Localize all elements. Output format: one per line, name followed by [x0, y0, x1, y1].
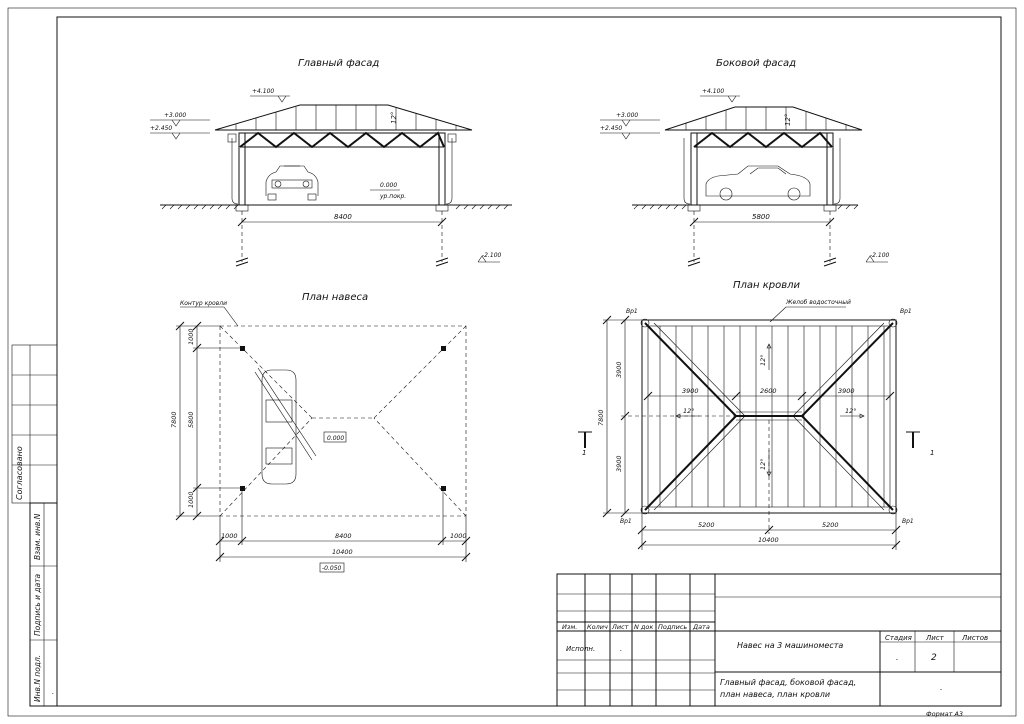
main-span: 8400	[334, 213, 352, 221]
side-level-eave: +3.000	[616, 112, 638, 119]
canopy-plan: План навеса Контур кровли 0.000	[170, 292, 471, 573]
ridge-dim-3: 3900	[838, 387, 855, 395]
sheet-label: Лист	[925, 634, 945, 642]
canopy-vdim-total: 7800	[170, 411, 178, 428]
canopy-plan-title: План навеса	[302, 292, 368, 303]
format-label: Формат А3	[926, 710, 963, 718]
sheet-value: 2	[931, 653, 937, 663]
canopy-bottom-level: -0.050	[322, 565, 342, 572]
side-facade: Боковой фасад	[600, 58, 890, 267]
roof-plan-title: План кровли	[733, 280, 801, 291]
inv-orig-label: Инв.N подл.	[33, 655, 42, 702]
col-izm: Изм.	[562, 623, 577, 631]
stage-label: Стадия	[885, 634, 912, 642]
slope-east: 12°	[845, 407, 857, 415]
ridge-dim-2: 2600	[760, 387, 777, 395]
main-level-pile: -2.100	[482, 252, 502, 259]
title-block: Изм. Колич Лист N док Подпись Дата Испол…	[556, 573, 1002, 707]
inner-frame	[56, 16, 1002, 707]
col-data: Дата	[692, 623, 710, 631]
stage-value: .	[896, 653, 899, 662]
main-facade-title: Главный фасад	[298, 58, 379, 69]
left-stamp: Согласовано Взам. инв.N Подпись и дата И…	[11, 344, 58, 707]
roof-vdim-2: 3900	[615, 455, 623, 472]
col-podpis: Подпись	[658, 623, 687, 631]
roof-vdim-1: 3900	[615, 361, 623, 378]
roof-plan: План кровли Желоб водосточный	[578, 280, 934, 550]
main-level-roof: +4.100	[252, 88, 274, 95]
canopy-hdim-total: 10400	[332, 548, 353, 556]
main-ground-note: ур.покр.	[379, 193, 406, 200]
sign-date-label: Подпись и дата	[33, 573, 42, 636]
roof-hdim-1: 5200	[698, 521, 715, 529]
col-ndok: N док	[634, 623, 653, 631]
replaced-inv-label: Взам. инв.N	[33, 513, 42, 560]
canopy-vdim-2: 5800	[187, 411, 195, 428]
org-mark: .	[940, 683, 943, 692]
canopy-hdim-2: 8400	[335, 532, 352, 540]
ridge-dim-1: 3900	[682, 387, 699, 395]
downpipe-nw: Вр1	[626, 308, 638, 315]
canopy-hdim-1: 1000	[221, 532, 238, 540]
main-slope: 12°	[390, 112, 398, 124]
col-list: Лист	[611, 623, 629, 631]
agreed-label: Согласовано	[15, 446, 24, 500]
canopy-center-level: 0.000	[327, 435, 344, 442]
section-mark-right: 1	[930, 449, 934, 457]
roof-hdim-2: 5200	[822, 521, 839, 529]
main-level-bottom: +2.450	[150, 125, 172, 132]
project-title: Навес на 3 машиноместа	[737, 641, 843, 650]
roof-vdim-total: 7800	[597, 409, 605, 426]
downpipe-ne: Вр1	[900, 308, 912, 315]
sheets-label: Листов	[961, 634, 988, 642]
side-level-roof: +4.100	[702, 88, 724, 95]
main-level-eave: +3.000	[164, 112, 186, 119]
sheet-title-line1: Главный фасад, боковой фасад,	[720, 678, 856, 687]
downpipe-sw: Вр1	[620, 518, 632, 525]
canopy-vdim-3: 1000	[187, 491, 195, 508]
main-level-ground: 0.000	[380, 182, 397, 189]
side-facade-title: Боковой фасад	[716, 58, 796, 69]
canopy-vdim-1: 1000	[187, 328, 195, 345]
gutter-label: Желоб водосточный	[785, 299, 851, 306]
sheet-title-line2: план навеса, план кровли	[720, 690, 830, 699]
canopy-hdim-3: 1000	[450, 532, 467, 540]
side-level-pile: -2.100	[870, 252, 890, 259]
side-level-bottom: +2.450	[600, 125, 622, 132]
side-span: 5800	[752, 213, 770, 221]
downpipe-se: Вр1	[902, 518, 914, 525]
slope-north: 12°	[759, 354, 767, 366]
section-mark-left: 1	[582, 449, 586, 457]
col-kolich: Колич	[587, 623, 608, 631]
roof-contour-label: Контур кровли	[180, 300, 227, 307]
svg-text:.: .	[52, 688, 54, 696]
side-slope: 12°	[784, 114, 792, 126]
roof-hdim-total: 10400	[758, 536, 779, 544]
slope-west: 12°	[683, 407, 695, 415]
slope-south: 12°	[759, 458, 767, 470]
executor-mark: .	[620, 645, 622, 653]
executor-label: Исполн.	[566, 645, 595, 653]
main-facade: Главный фасад	[150, 58, 512, 267]
outer-frame	[7, 7, 1017, 717]
